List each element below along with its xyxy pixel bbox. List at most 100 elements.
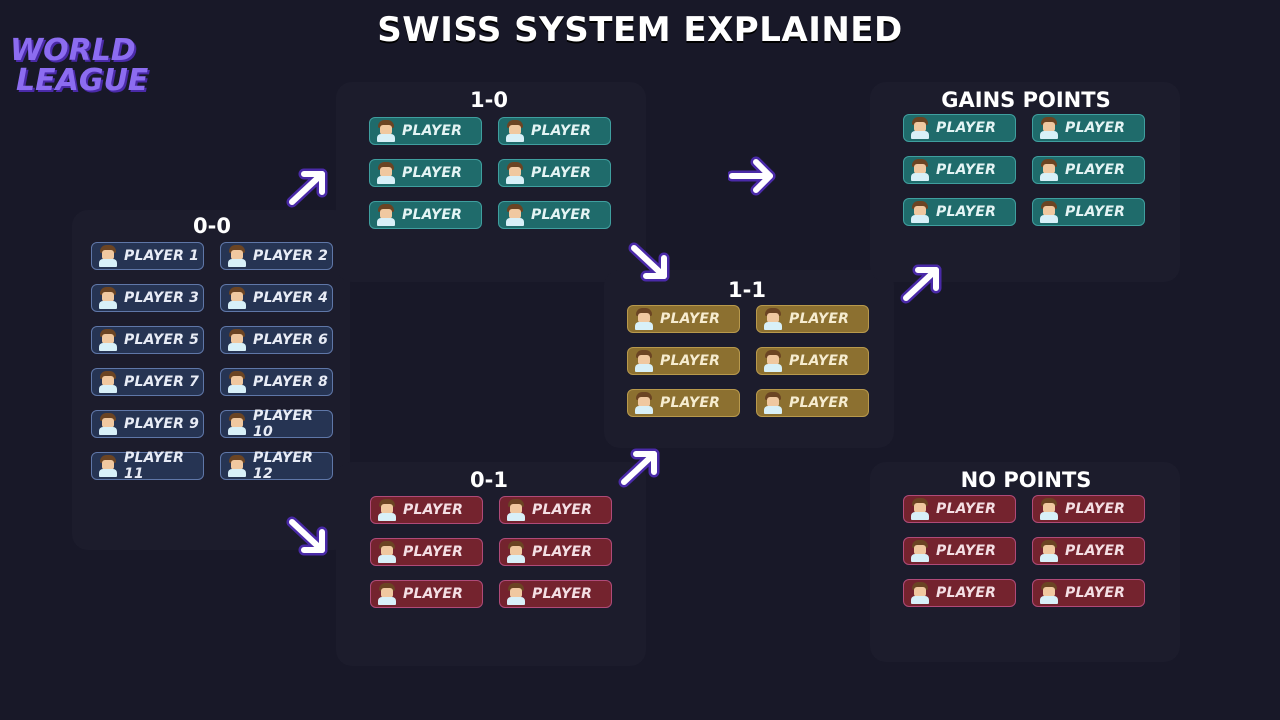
player-name: PLAYER 3 [124, 290, 200, 306]
player-avatar-icon [98, 287, 118, 309]
player-name: PLAYER [402, 207, 463, 223]
player-card: PLAYER [1032, 114, 1145, 142]
player-avatar-icon [910, 582, 930, 604]
player-avatar-icon [377, 583, 397, 605]
logo-line-2: LEAGUE [16, 63, 149, 98]
player-name: PLAYER 5 [124, 332, 200, 348]
player-avatar-icon [227, 413, 247, 435]
group-label-0-1: 0-1 [470, 468, 508, 492]
arrow-right-icon [728, 156, 776, 196]
player-avatar-icon [227, 329, 247, 351]
player-card: PLAYER [903, 495, 1016, 523]
player-name: PLAYER [532, 586, 593, 602]
player-card: PLAYER 10 [220, 408, 333, 440]
player-avatar-icon [910, 498, 930, 520]
player-name: PLAYER 4 [253, 290, 329, 306]
player-avatar-icon [634, 308, 654, 330]
player-card: PLAYER [1032, 198, 1145, 226]
player-avatar-icon [1039, 201, 1059, 223]
group-label-gains-points: GAINS POINTS [941, 88, 1111, 112]
player-card: PLAYER [370, 580, 483, 608]
arrow-up-right-icon [286, 168, 328, 208]
player-avatar-icon [98, 413, 118, 435]
player-name: PLAYER [660, 395, 721, 411]
player-avatar-icon [506, 499, 526, 521]
player-avatar-icon [763, 392, 783, 414]
player-name: PLAYER [403, 544, 464, 560]
arrow-down-right-icon [628, 242, 670, 282]
player-card: PLAYER [370, 496, 483, 524]
player-card: PLAYER 6 [220, 326, 333, 354]
player-card: PLAYER 7 [91, 368, 204, 396]
player-avatar-icon [910, 540, 930, 562]
player-name: PLAYER [403, 502, 464, 518]
player-card: PLAYER [1032, 495, 1145, 523]
player-name: PLAYER [936, 585, 997, 601]
player-card: PLAYER [903, 537, 1016, 565]
player-name: PLAYER [1065, 204, 1126, 220]
player-name: PLAYER [402, 123, 463, 139]
player-card: PLAYER [1032, 579, 1145, 607]
group-label-0-0: 0-0 [193, 214, 231, 238]
player-card: PLAYER 8 [220, 368, 333, 396]
player-name: PLAYER [402, 165, 463, 181]
player-card: PLAYER [1032, 537, 1145, 565]
player-name: PLAYER 8 [253, 374, 329, 390]
player-avatar-icon [634, 350, 654, 372]
player-name: PLAYER 9 [124, 416, 200, 432]
player-card: PLAYER [903, 114, 1016, 142]
player-avatar-icon [227, 455, 247, 477]
player-card: PLAYER [498, 201, 611, 229]
player-name: PLAYER [1065, 162, 1126, 178]
player-avatar-icon [506, 541, 526, 563]
player-avatar-icon [377, 499, 397, 521]
arrow-up-right-icon [618, 448, 660, 488]
player-card: PLAYER [369, 201, 482, 229]
player-card: PLAYER [499, 538, 612, 566]
player-name: PLAYER 1 [124, 248, 200, 264]
player-card: PLAYER [627, 347, 740, 375]
player-card: PLAYER 3 [91, 284, 204, 312]
player-avatar-icon [377, 541, 397, 563]
player-name: PLAYER [531, 165, 592, 181]
logo-line-1: WORLD [10, 33, 136, 68]
player-name: PLAYER [936, 162, 997, 178]
world-league-logo: WORLD LEAGUE [10, 36, 156, 102]
player-name: PLAYER [660, 353, 721, 369]
player-name: PLAYER 7 [124, 374, 200, 390]
player-card: PLAYER [1032, 156, 1145, 184]
player-avatar-icon [98, 245, 118, 267]
arrow-up-right-icon [900, 264, 942, 304]
player-avatar-icon [98, 371, 118, 393]
player-avatar-icon [763, 350, 783, 372]
player-avatar-icon [505, 120, 525, 142]
player-card: PLAYER [499, 580, 612, 608]
player-name: PLAYER [936, 501, 997, 517]
player-avatar-icon [1039, 159, 1059, 181]
player-avatar-icon [910, 159, 930, 181]
player-name: PLAYER [531, 123, 592, 139]
player-card: PLAYER [627, 389, 740, 417]
player-card: PLAYER [756, 389, 869, 417]
player-name: PLAYER [936, 543, 997, 559]
player-card: PLAYER 5 [91, 326, 204, 354]
player-card: PLAYER [369, 117, 482, 145]
player-name: PLAYER 10 [253, 408, 314, 440]
player-avatar-icon [227, 371, 247, 393]
player-name: PLAYER [1065, 501, 1126, 517]
player-name: PLAYER 2 [253, 248, 329, 264]
player-avatar-icon [98, 329, 118, 351]
player-card: PLAYER [903, 156, 1016, 184]
player-name: PLAYER [532, 502, 593, 518]
player-avatar-icon [98, 455, 118, 477]
player-avatar-icon [506, 583, 526, 605]
page-title: SWISS SYSTEM EXPLAINED [377, 10, 903, 50]
player-card: PLAYER 12 [220, 450, 333, 482]
player-card: PLAYER 9 [91, 410, 204, 438]
player-card: PLAYER [903, 198, 1016, 226]
player-card: PLAYER [756, 347, 869, 375]
player-name: PLAYER [660, 311, 721, 327]
player-avatar-icon [505, 204, 525, 226]
player-name: PLAYER [789, 353, 850, 369]
player-name: PLAYER [403, 586, 464, 602]
